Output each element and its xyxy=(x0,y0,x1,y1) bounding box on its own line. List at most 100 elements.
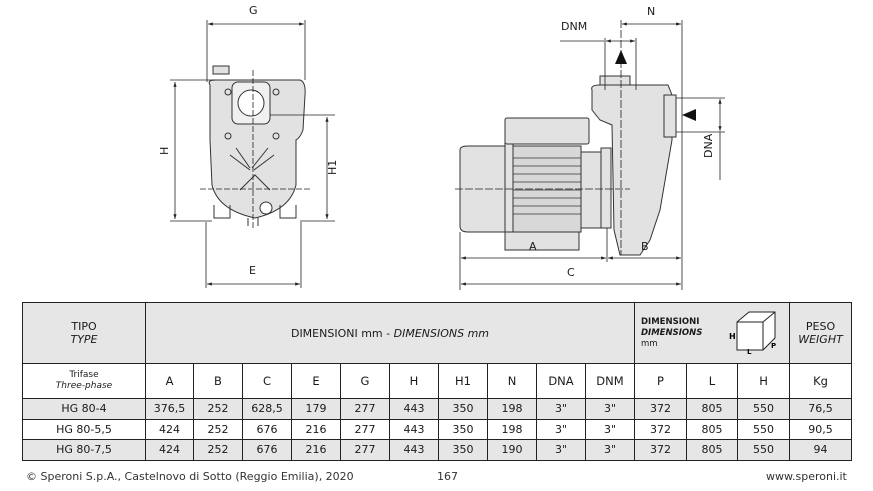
value-cell: 550 xyxy=(736,439,791,461)
column-header-dna: DNA xyxy=(536,363,586,399)
pump-dimension-drawing: G H H1 E DNM N DNA xyxy=(158,4,725,290)
box-label-P: P xyxy=(771,342,776,350)
dim-label-C: C xyxy=(567,266,575,279)
value-cell: 372 xyxy=(634,439,687,461)
value-cell: 3" xyxy=(536,439,586,461)
value-cell: 216 xyxy=(291,418,341,440)
value-cell: 3" xyxy=(536,418,586,440)
column-header-e: E xyxy=(291,363,341,399)
type-header-it: TIPO xyxy=(71,320,97,333)
dim-label-E: E xyxy=(249,264,256,277)
column-header-c: C xyxy=(242,363,292,399)
value-cell: 372 xyxy=(634,398,687,420)
package-box-icon: H L P xyxy=(729,311,776,356)
packaging-header-en: DIMENSIONS xyxy=(641,327,703,338)
box-label-H: H xyxy=(729,332,736,341)
value-cell: 376,5 xyxy=(145,398,194,420)
dimensions-header: DIMENSIONI mm - DIMENSIONS mm xyxy=(145,302,635,364)
weight-header-en: WEIGHT xyxy=(798,333,843,346)
value-cell: 805 xyxy=(686,418,738,440)
value-cell: 628,5 xyxy=(242,398,292,420)
dimensions-header-en: DIMENSIONS mm xyxy=(393,326,490,340)
value-cell: 3" xyxy=(536,398,586,420)
value-cell: 424 xyxy=(145,418,194,440)
column-header-h1: H1 xyxy=(438,363,488,399)
value-cell: 277 xyxy=(340,439,390,461)
column-header-a: A xyxy=(145,363,194,399)
suction-arrow-icon xyxy=(682,109,696,121)
column-header-dnm: DNM xyxy=(585,363,635,399)
value-cell: 676 xyxy=(242,439,292,461)
dim-label-A: A xyxy=(529,240,537,253)
column-header-b: B xyxy=(193,363,243,399)
value-cell: 443 xyxy=(389,398,439,420)
value-cell: 3" xyxy=(585,439,635,461)
value-cell: 443 xyxy=(389,439,439,461)
value-cell: 350 xyxy=(438,439,488,461)
value-cell: 216 xyxy=(291,439,341,461)
dim-label-B: B xyxy=(641,240,649,253)
packaging-header-it: DIMENSIONI xyxy=(641,316,700,327)
type-cell: HG 80-7,5 xyxy=(22,439,146,461)
dimensions-header-it: DIMENSIONI mm - xyxy=(290,326,394,340)
value-cell: 277 xyxy=(340,418,390,440)
value-cell: 94 xyxy=(789,439,853,461)
dim-label-G: G xyxy=(249,4,258,17)
value-cell: 3" xyxy=(585,398,635,420)
value-cell: 277 xyxy=(340,398,390,420)
dim-label-DNA: DNA xyxy=(702,133,715,158)
value-cell: 676 xyxy=(242,418,292,440)
front-dimension-lines xyxy=(170,20,335,288)
value-cell: 179 xyxy=(291,398,341,420)
weight-header-it: PESO xyxy=(805,320,836,333)
value-cell: 550 xyxy=(736,418,791,440)
type-cell: HG 80-5,5 xyxy=(22,418,146,440)
value-cell: 350 xyxy=(438,418,488,440)
side-view xyxy=(459,75,677,256)
packaging-header-unit: mm xyxy=(641,338,658,349)
column-header-h: H xyxy=(389,363,439,399)
footer-page-number: 167 xyxy=(437,470,458,483)
column-header-g: G xyxy=(340,363,390,399)
value-cell: 252 xyxy=(193,439,243,461)
value-cell: 76,5 xyxy=(789,398,853,420)
type-cell: HG 80-4 xyxy=(22,398,146,420)
dim-label-DNM: DNM xyxy=(561,20,587,33)
value-cell: 90,5 xyxy=(789,418,853,440)
value-cell: 190 xyxy=(487,439,537,461)
dim-label-H: H xyxy=(158,147,171,155)
column-header-p: P xyxy=(634,363,687,399)
box-label-L: L xyxy=(747,348,752,356)
value-cell: 252 xyxy=(193,418,243,440)
value-cell: 805 xyxy=(686,439,738,461)
value-cell: 3" xyxy=(585,418,635,440)
dim-label-H1: H1 xyxy=(326,160,339,175)
discharge-arrow-icon xyxy=(615,50,627,64)
column-header-l: L xyxy=(686,363,738,399)
value-cell: 198 xyxy=(487,418,537,440)
column-header-kg: Kg xyxy=(789,363,853,399)
side-dimension-lines xyxy=(455,20,725,290)
type-header-en: TYPE xyxy=(70,333,98,346)
footer-copyright: © Speroni S.p.A., Castelnovo di Sotto (R… xyxy=(26,470,354,483)
dim-label-N: N xyxy=(647,5,655,18)
value-cell: 372 xyxy=(634,418,687,440)
column-header-n: N xyxy=(487,363,537,399)
value-cell: 550 xyxy=(736,398,791,420)
footer-website[interactable]: www.speroni.it xyxy=(766,470,847,483)
value-cell: 350 xyxy=(438,398,488,420)
front-view xyxy=(208,65,306,226)
value-cell: 805 xyxy=(686,398,738,420)
value-cell: 443 xyxy=(389,418,439,440)
value-cell: 424 xyxy=(145,439,194,461)
value-cell: 252 xyxy=(193,398,243,420)
